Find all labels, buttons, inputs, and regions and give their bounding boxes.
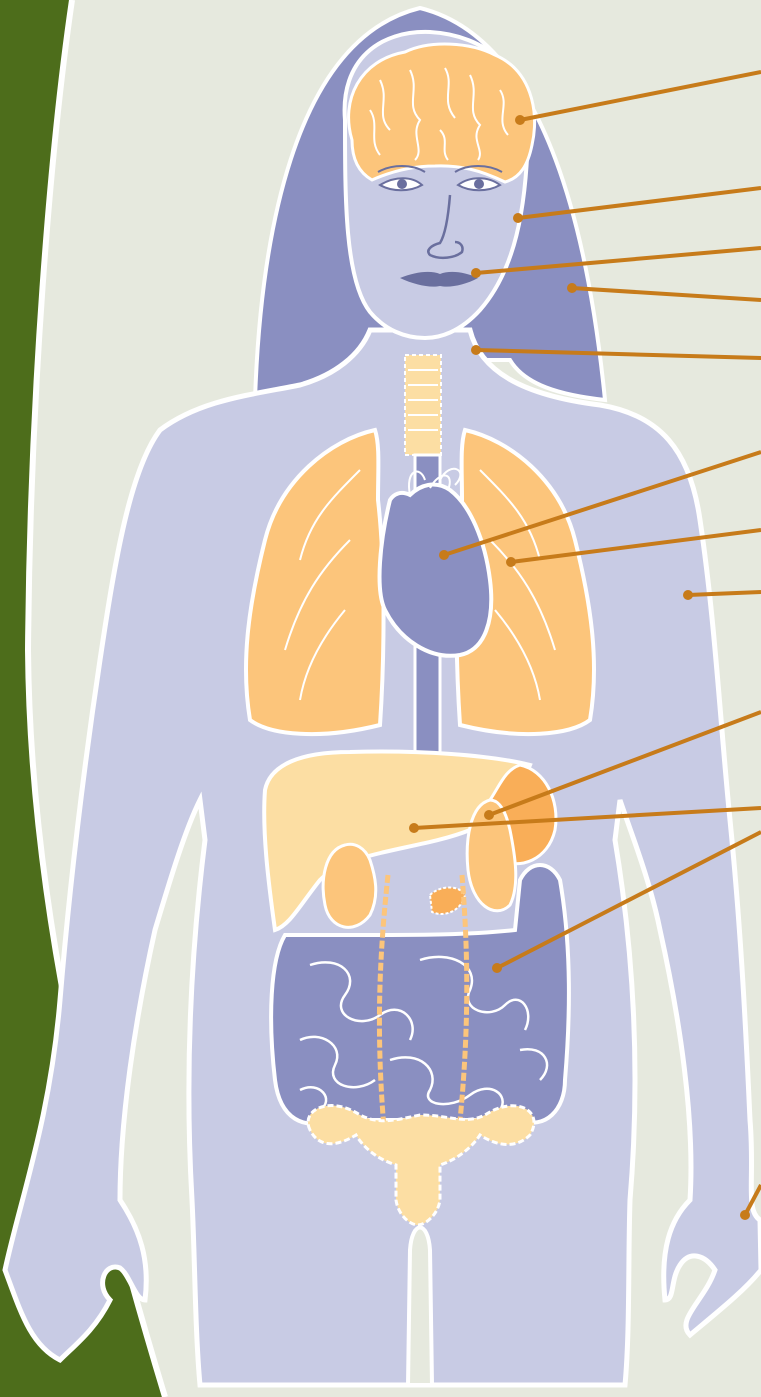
leg-gap [408,1228,432,1386]
neck-leader-dot [471,345,481,355]
cheek-leader-dot [513,213,523,223]
intestine-leader-dot [492,963,502,973]
stomach-leader-dot [484,810,494,820]
mouth-leader-dot [471,268,481,278]
liver-leader-dot [409,823,419,833]
hand-leader-dot [740,1210,750,1220]
hair-leader-dot [567,283,577,293]
arm-leader-dot [683,590,693,600]
brain [349,44,535,182]
lung-leader-dot [506,557,516,567]
brain-leader-dot [515,115,525,125]
left-kidney [323,844,376,927]
heart-leader-dot [439,550,449,560]
